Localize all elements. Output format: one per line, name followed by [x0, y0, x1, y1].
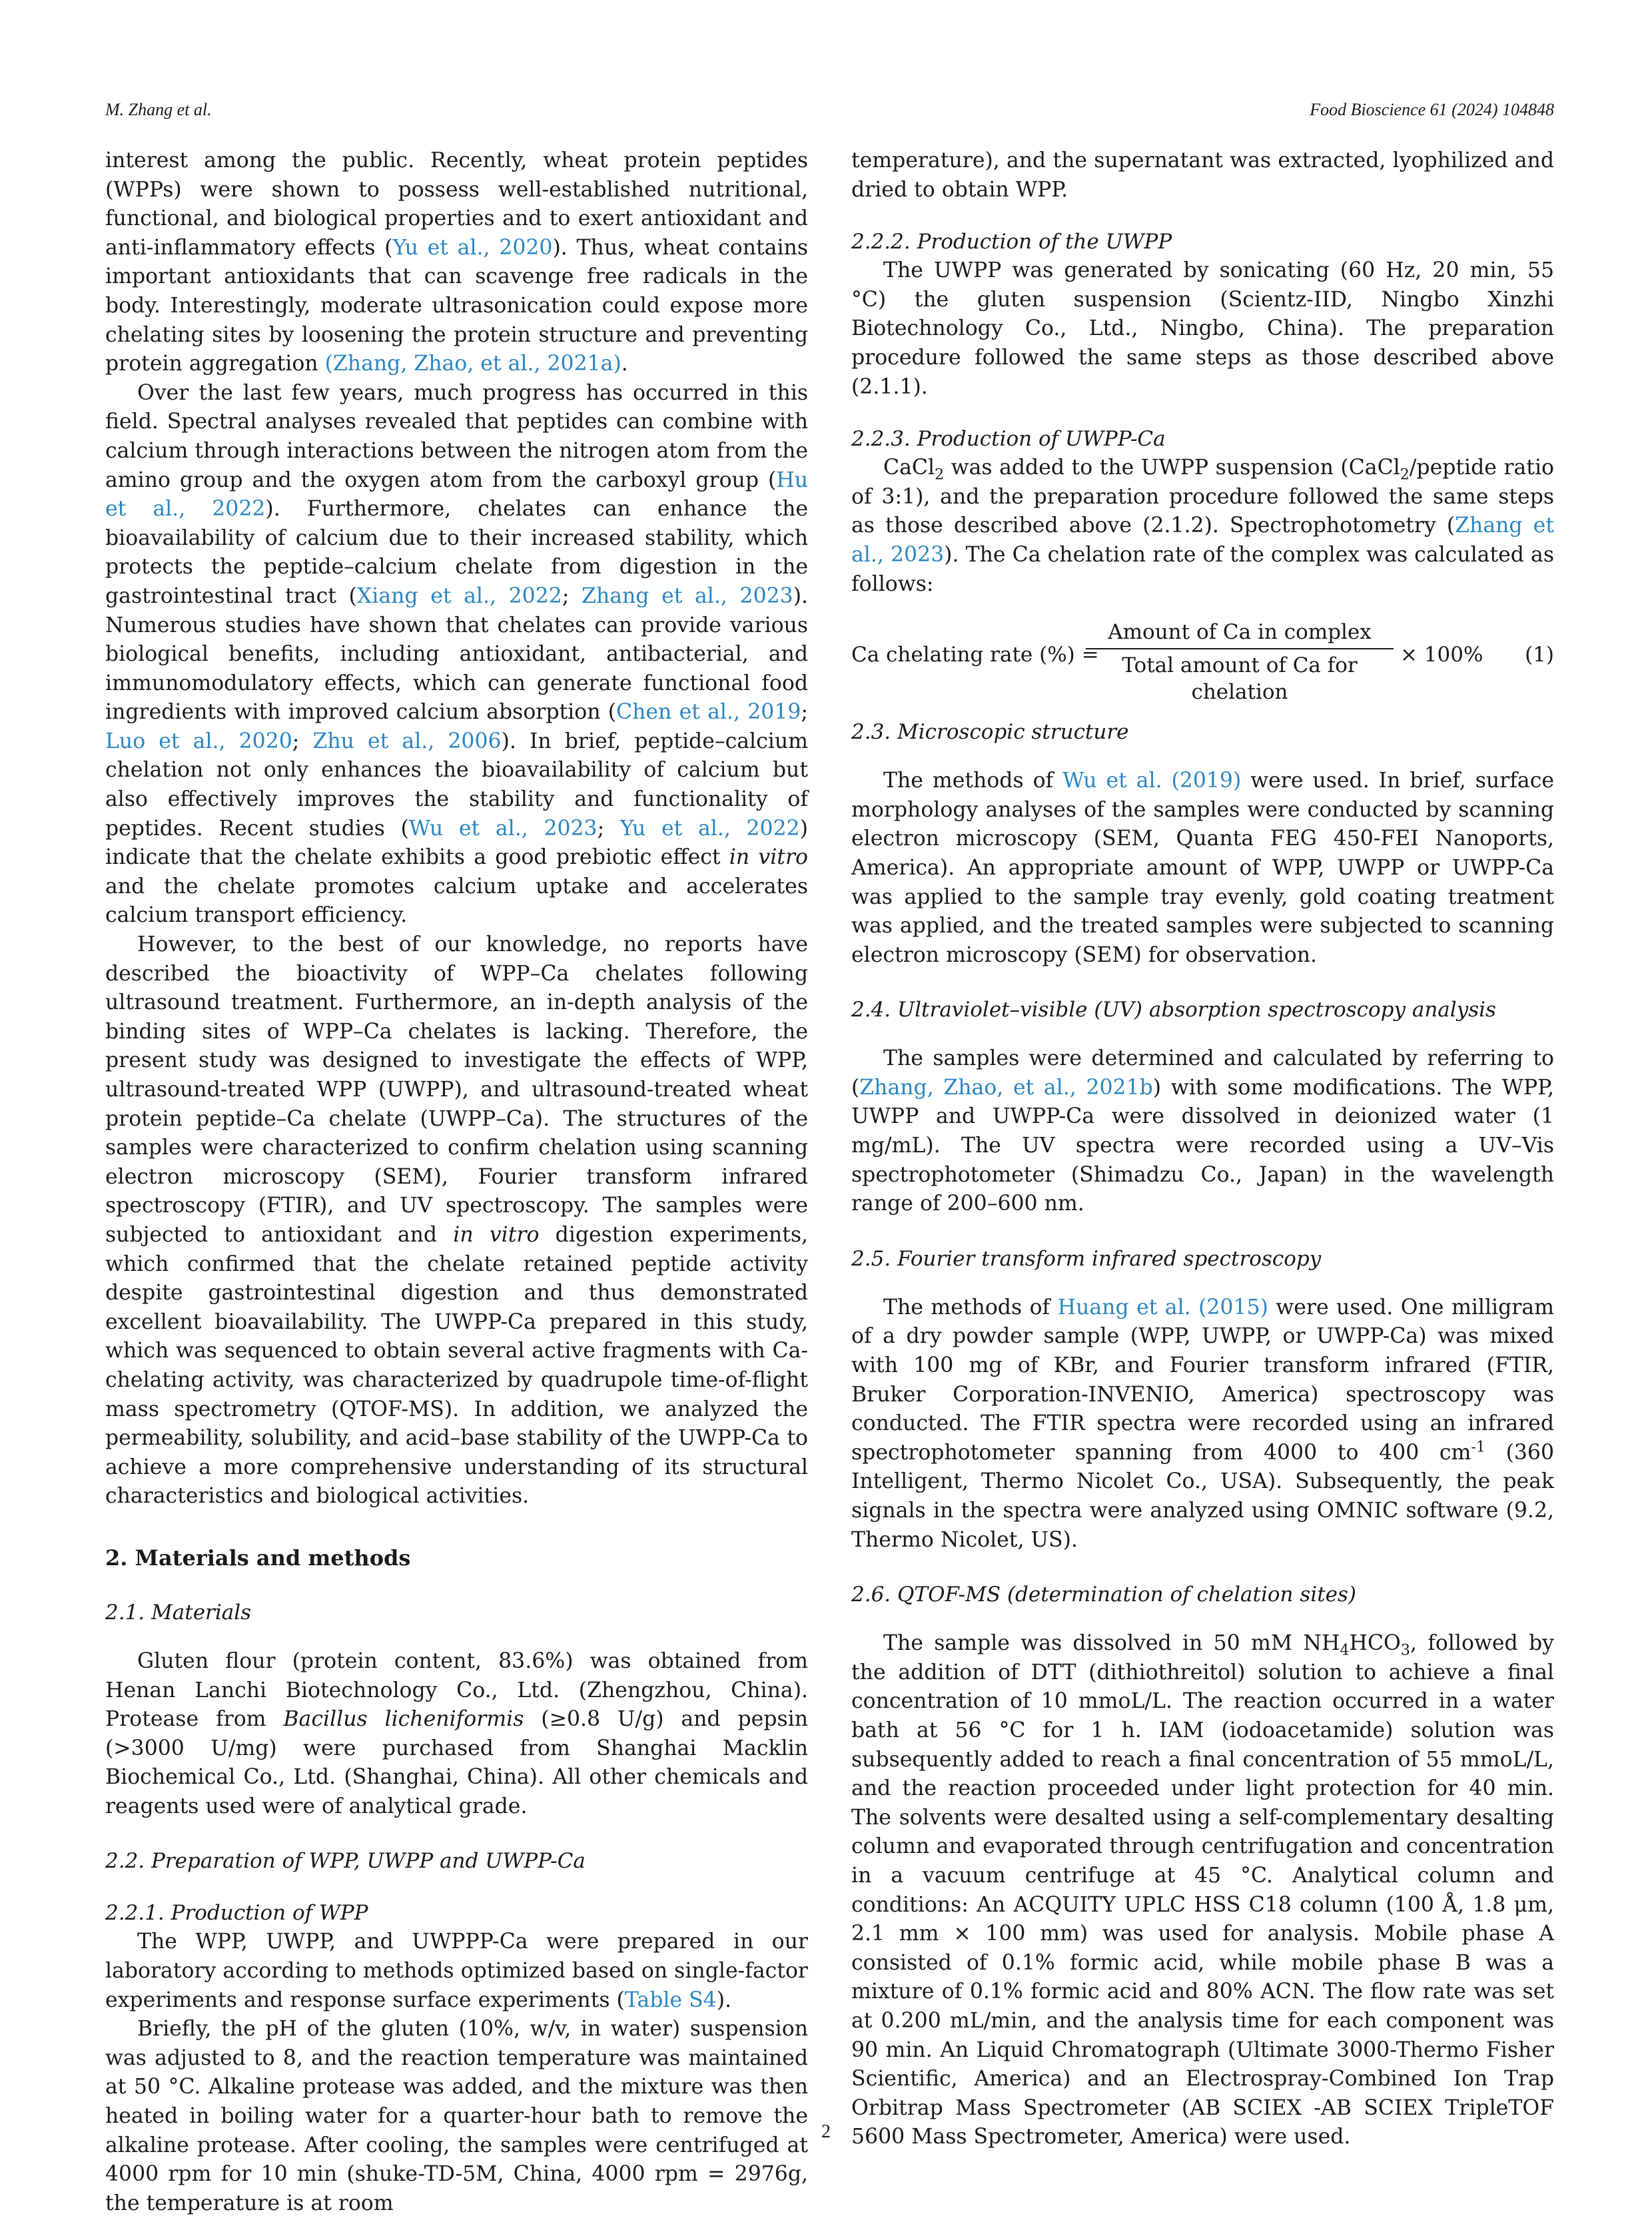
left-column: interest among the public. Recently, whe…: [105, 147, 808, 2218]
equation-rhs: × 100%: [1400, 643, 1483, 667]
equation: Ca chelating rate (%) = Amount of Ca in …: [851, 619, 1554, 704]
header-authors: M. Zhang et al.: [105, 100, 212, 119]
citation-link[interactable]: Chen et al., 2019: [616, 700, 801, 725]
table-link[interactable]: Table S4: [624, 1988, 717, 2012]
citation-link[interactable]: Yu et al., 2020: [392, 235, 553, 260]
paragraph: temperature), and the supernatant was ex…: [851, 149, 1554, 202]
equation-number: (1): [1525, 643, 1554, 667]
subsection-heading: 2.1. Materials: [105, 1600, 252, 1625]
paragraph: Briefly, the pH of the gluten (10%, w/v,…: [105, 2017, 808, 2215]
header-journal: Food Bioscience 61 (2024) 104848: [1310, 100, 1554, 119]
citation-link[interactable]: Zhu et al., 2006: [312, 729, 502, 753]
paragraph: Over the last few years, much progress h…: [105, 380, 809, 928]
citation-link[interactable]: Xiang et al., 2022: [356, 583, 562, 608]
citation-link[interactable]: Huang et al. (2015): [1057, 1295, 1268, 1319]
paragraph: The methods of Wu et al. (2019) were use…: [851, 769, 1554, 967]
citation-link[interactable]: Yu et al., 2022: [620, 816, 800, 841]
subsection-heading: 2.2. Preparation of WPP, UWPP and UWPP-C…: [105, 1849, 586, 1874]
citation-link[interactable]: Wu et al. (2019): [1062, 769, 1242, 793]
paragraph: However, to the best of our knowledge, n…: [105, 932, 808, 1509]
subsubsection-heading: 2.2.2. Production of the UWPP: [851, 230, 1172, 254]
paragraph: The samples were determined and calculat…: [851, 1046, 1554, 1216]
equation-lhs: Ca chelating rate (%) =: [851, 643, 1099, 667]
citation-link[interactable]: Wu et al., 2023: [408, 816, 598, 841]
citation-link[interactable]: Luo et al., 2020: [105, 729, 292, 753]
citation-link[interactable]: (Zhang, Zhao, et al., 2021a): [324, 352, 621, 376]
paragraph: CaCl2 was added to the UWPP suspension (…: [851, 456, 1554, 596]
equation-denominator: Total amount of Ca for chelation: [1122, 653, 1358, 705]
paragraph: interest among the public. Recently, whe…: [105, 149, 808, 376]
paragraph: The WPP, UWPP, and UWPPP-Ca were prepare…: [105, 1930, 808, 2012]
paragraph: The sample was dissolved in 50 mM NH4HCO…: [851, 1631, 1554, 2149]
citation-link[interactable]: Zhang et al., 2023: [582, 583, 793, 608]
subsubsection-heading: 2.2.3. Production of UWPP-Ca: [851, 427, 1166, 452]
running-header: M. Zhang et al. Food Bioscience 61 (2024…: [105, 100, 1554, 127]
page-number: 2: [821, 2121, 831, 2142]
section-heading: 2. Materials and methods: [105, 1545, 411, 1571]
paragraph: The methods of Huang et al. (2015) were …: [851, 1295, 1555, 1552]
subsubsection-heading: 2.2.1. Production of WPP: [105, 1901, 368, 1926]
equation-numerator: Amount of Ca in complex: [1086, 619, 1394, 650]
subsection-heading: 2.3. Microscopic structure: [851, 720, 1129, 745]
citation-link[interactable]: Zhang et al., 2023: [851, 514, 1554, 567]
paragraph: Gluten flour (protein content, 83.6%) wa…: [105, 1649, 808, 1818]
paragraph: The UWPP was generated by sonicating (60…: [851, 258, 1554, 399]
citation-link[interactable]: Zhang, Zhao, et al., 2021b: [859, 1075, 1153, 1100]
subsection-heading: 2.4. Ultraviolet–visible (UV) absorption…: [851, 998, 1496, 1022]
right-column: temperature), and the supernatant was ex…: [851, 147, 1554, 2152]
subsection-heading: 2.6. QTOF-MS (determination of chelation…: [851, 1583, 1357, 1607]
equation-fraction: Amount of Ca in complex Total amount of …: [1086, 619, 1394, 705]
citation-link[interactable]: Hu et al., 2022: [105, 468, 808, 522]
subsection-heading: 2.5. Fourier transform infrared spectros…: [851, 1246, 1322, 1271]
